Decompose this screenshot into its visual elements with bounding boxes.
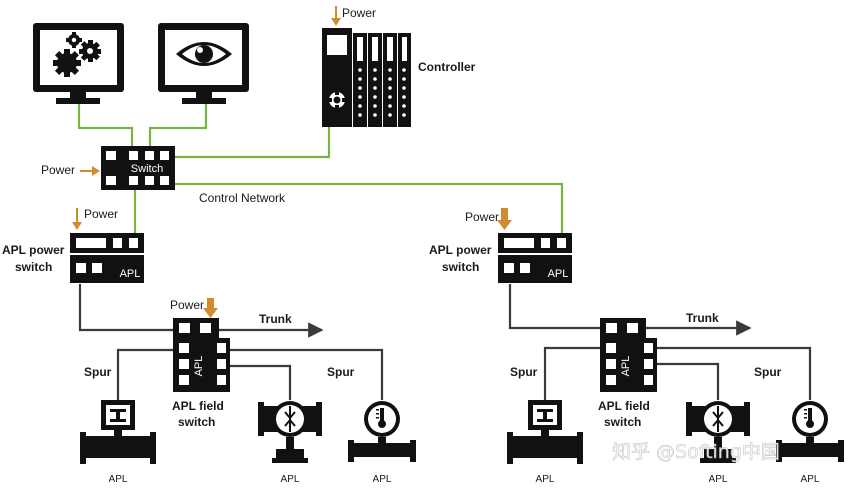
power-label: Power [84,207,118,221]
apl-power-switch-left: APL [70,233,144,283]
spur-label: Spur [754,365,782,379]
apl-power-switch-right: APL [498,233,572,283]
apl-power-switch-label: switch [15,260,52,274]
apl-power-switch-label: switch [442,260,479,274]
valve-icon [80,400,156,464]
control-network-links [77,104,564,234]
apl-device-label: APL [109,474,128,485]
monitor-gears-icon [33,23,124,104]
power-arrow-icon [80,166,100,176]
flowmeter-icon [258,401,322,463]
io-indicator-dot [388,68,392,72]
io-indicator-dot [402,77,406,81]
monitor-eye-icon [158,23,249,104]
thermometer-icon [348,401,416,462]
io-indicator-dot [358,68,362,72]
ethernet-switch-icon: Switch [101,146,175,190]
power-arrow-icon [203,298,218,318]
apl-device-label: APL [536,474,555,485]
io-indicator-dot [373,86,377,90]
io-indicator-dot [402,95,406,99]
io-indicator-dot [373,104,377,108]
io-indicator-dot [358,95,362,99]
io-indicator-dot [358,86,362,90]
power-arrow-icon [331,6,341,26]
apl-device-label: APL [801,474,820,485]
apl-text: APL [620,356,632,377]
switch-label: Switch [131,163,163,175]
apl-field-switch-label: switch [604,415,641,429]
thermometer-icon [776,401,844,462]
power-label: Power [170,298,204,312]
trunk-label: Trunk [686,311,719,325]
apl-device-label: APL [373,474,392,485]
apl-text: APL [548,268,569,280]
io-indicator-dot [373,113,377,117]
power-label: Power [41,163,75,177]
apl-text: APL [193,356,205,377]
apl-power-switch-label: APL power [429,243,492,257]
io-indicator-dot [388,77,392,81]
trunk-label: Trunk [259,312,292,326]
io-indicator-dot [358,77,362,81]
apl-field-switch-label: APL field [598,399,650,413]
apl-power-switch-label: APL power [2,243,65,257]
io-indicator-dot [373,77,377,81]
io-indicator-dot [388,95,392,99]
apl-text: APL [120,268,141,280]
apl-device-label: APL [709,474,728,485]
io-indicator-dot [402,104,406,108]
io-indicator-dot [388,104,392,108]
controller-label: Controller [418,60,476,74]
apl-field-switch-left: APL [173,318,230,392]
power-label: Power [465,210,499,224]
spur-label: Spur [327,365,355,379]
spur-label: Spur [84,365,112,379]
spur-label: Spur [510,365,538,379]
io-indicator-dot [358,113,362,117]
io-indicator-dot [388,86,392,90]
flowmeter-icon [686,401,750,463]
io-indicator-dot [373,68,377,72]
io-indicator-dot [373,95,377,99]
io-indicator-dot [402,68,406,72]
watermark: 知乎 @Softing中国 [612,441,780,463]
io-indicator-dot [402,113,406,117]
control-network-label: Control Network [199,191,286,205]
valve-icon [507,400,583,464]
power-arrow-icon [72,208,82,230]
io-indicator-dot [402,86,406,90]
apl-device-label: APL [281,474,300,485]
power-arrow-icon [497,208,512,230]
io-indicator-dot [358,104,362,108]
controller-icon [322,28,411,127]
apl-wires [78,284,812,400]
power-label: Power [342,6,376,20]
io-indicator-dot [388,113,392,117]
apl-field-switch-right: APL [600,318,657,392]
apl-field-switch-label: switch [178,415,215,429]
apl-field-switch-label: APL field [172,399,224,413]
